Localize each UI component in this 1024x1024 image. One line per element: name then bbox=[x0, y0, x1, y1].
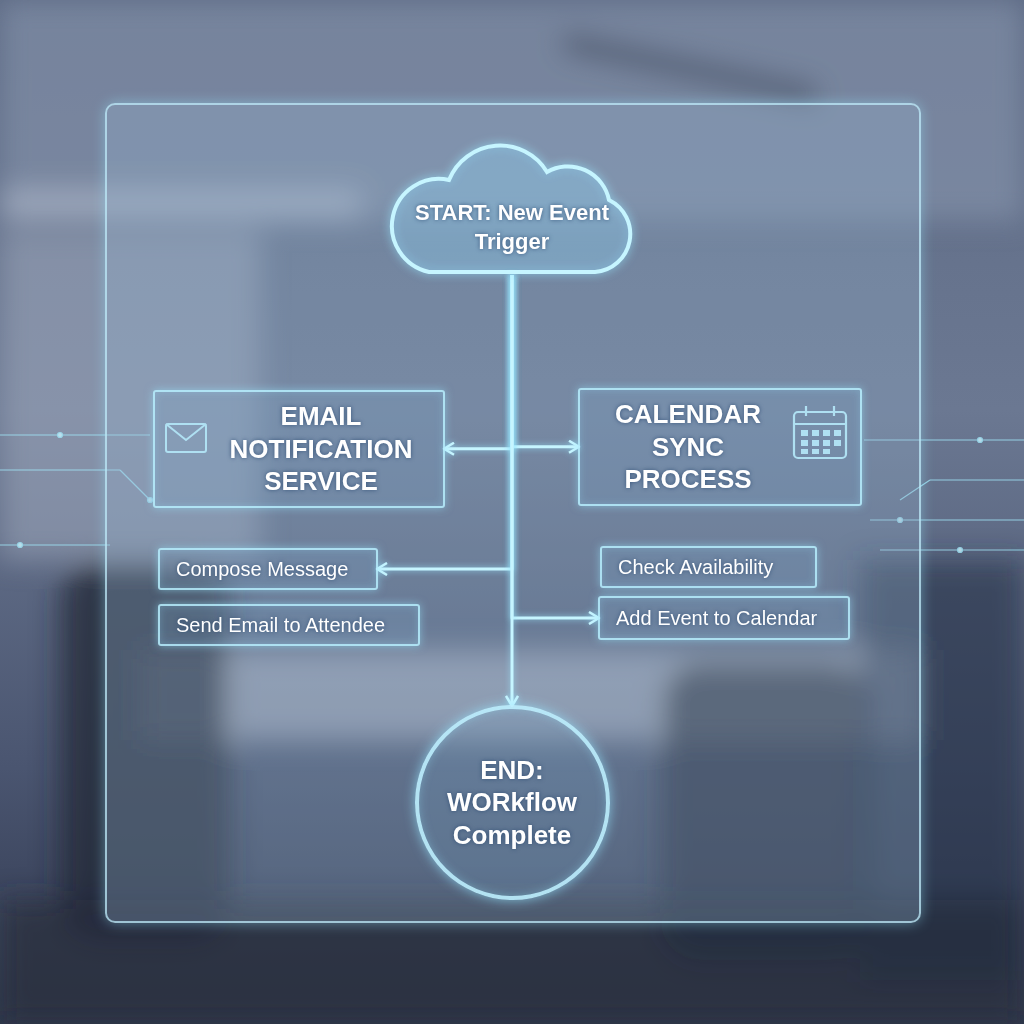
box-heading: CALENDAR SYNC PROCESS bbox=[594, 398, 782, 496]
step-box: Add Event to Calendar bbox=[598, 596, 850, 640]
start-cloud: START: New Event Trigger bbox=[387, 140, 637, 275]
box-label: Check Availability bbox=[618, 556, 773, 579]
box-label: Compose Message bbox=[176, 558, 348, 581]
box-label: Add Event to Calendar bbox=[616, 607, 817, 630]
box-label: Send Email to Attendee bbox=[176, 614, 385, 637]
box-label: END: WORkflow Complete bbox=[437, 754, 587, 852]
flow-connector bbox=[445, 275, 512, 449]
step-box: Send Email to Attendee bbox=[158, 604, 420, 646]
step-box: Compose Message bbox=[158, 548, 378, 590]
service-box: EMAIL NOTIFICATION SERVICE bbox=[153, 390, 445, 508]
flow-connector bbox=[512, 275, 578, 447]
end-circle: END: WORkflow Complete bbox=[415, 705, 610, 900]
flow-connector bbox=[511, 275, 514, 705]
cloud-shape bbox=[392, 146, 630, 272]
box-heading: EMAIL NOTIFICATION SERVICE bbox=[213, 400, 429, 498]
service-box: CALENDAR SYNC PROCESS bbox=[578, 388, 862, 506]
step-box: Check Availability bbox=[600, 546, 817, 588]
box-label: START: New Event Trigger bbox=[412, 199, 612, 256]
